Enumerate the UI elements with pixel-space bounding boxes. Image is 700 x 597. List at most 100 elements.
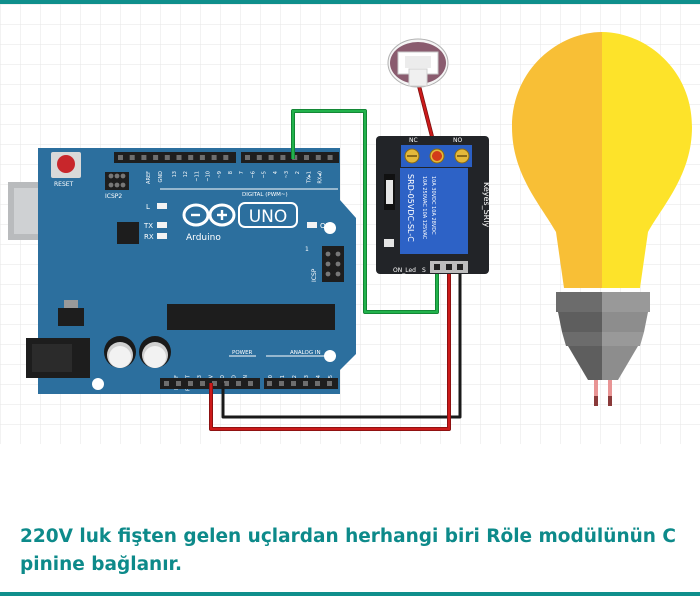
bulb-base — [568, 346, 602, 380]
uno-badge — [238, 202, 298, 228]
bottom-accent-bar — [0, 592, 700, 596]
header-pin — [200, 381, 205, 386]
relay-nc-label: NC — [409, 137, 418, 144]
pin-label: 12 — [183, 171, 189, 177]
header-pin — [315, 155, 321, 160]
icsp-pin1-label: 1 — [305, 246, 309, 253]
header-pin — [268, 155, 274, 160]
pin-label: TX▸1 — [306, 171, 312, 184]
icsp2-label: ICSP2 — [105, 193, 122, 200]
board-pcb — [38, 148, 356, 394]
header-pin — [199, 155, 205, 160]
header-pin — [279, 381, 284, 386]
header-pin — [248, 381, 253, 386]
header-pin — [118, 155, 123, 160]
icsp2-header — [105, 172, 129, 190]
light-bulb — [512, 32, 692, 406]
header-pin — [211, 155, 217, 160]
pin-label: 7 — [239, 171, 245, 174]
digital-header-right — [241, 152, 339, 163]
pin-label: ~11 — [194, 171, 200, 182]
header-pin — [188, 381, 193, 386]
pin-label: 8 — [228, 171, 234, 174]
relay-coil-line-1: SRD-05VDC-SL-C — [406, 174, 415, 242]
caption-text: 220V luk fişten gelen uçlardan herhangi … — [20, 526, 676, 575]
uno-label: UNO — [249, 207, 288, 227]
header-pin — [129, 155, 135, 160]
relay-on-led-label: ON_Led — [393, 267, 416, 274]
relay-s-label: S — [422, 267, 426, 274]
led-on — [307, 222, 317, 228]
pin-label: 4 — [273, 171, 279, 174]
wire-black-ground — [221, 268, 462, 419]
header-pin — [188, 155, 194, 160]
digital-label: DIGITAL (PWM~) — [242, 192, 288, 198]
led-rx-label: RX — [144, 233, 154, 241]
gnd-label: GND — [158, 171, 164, 183]
header-pin — [267, 381, 272, 386]
reset-button-cap[interactable] — [57, 155, 75, 173]
analog-label: ANALOG IN — [290, 350, 321, 356]
header-pin — [304, 155, 309, 160]
header-pin — [236, 381, 241, 386]
header-pin — [176, 155, 182, 160]
header-pin — [327, 381, 332, 386]
digital-header-left — [114, 152, 236, 163]
aref-label: AREF — [146, 171, 152, 184]
relay-no-label: NO — [453, 137, 462, 144]
pin-label: ~5 — [262, 171, 268, 178]
power-label: POWER — [232, 350, 253, 356]
relay-coil-line-2: 10A 250VAC 10A 125VAC — [421, 176, 427, 240]
pin-label: ~3 — [284, 171, 290, 178]
relay-coil — [400, 168, 468, 254]
capacitor-right — [139, 336, 171, 368]
screw-connector — [387, 38, 449, 88]
relay-module: NC NO SRD-05VDC-SL-C 10A 250VAC 10A 125V… — [376, 136, 491, 274]
capacitor-left — [104, 336, 136, 368]
voltage-regulator — [58, 308, 84, 326]
header-pin — [291, 381, 296, 386]
pin-label: 13 — [172, 171, 178, 177]
led-tx — [157, 222, 167, 228]
header-pin — [212, 381, 217, 386]
usb-chip — [117, 222, 139, 244]
icsp-header — [322, 246, 344, 282]
led-on-label: ON — [320, 222, 331, 230]
header-pin — [245, 155, 250, 160]
pin-label: ~10 — [206, 171, 212, 182]
header-pin — [153, 155, 159, 160]
header-pin — [256, 155, 262, 160]
arduino-logo — [182, 203, 236, 227]
header-pin — [327, 155, 333, 160]
bulb-glass-right — [602, 32, 692, 288]
top-accent-bar — [0, 0, 700, 4]
pin-label: ~6 — [250, 171, 256, 178]
reset-label: RESET — [54, 181, 74, 188]
arduino-brand-label: Arduino — [186, 233, 221, 243]
header-pin — [280, 155, 286, 160]
header-pin — [303, 381, 308, 386]
led-l — [157, 203, 167, 209]
analog-header — [264, 378, 338, 389]
on-led — [384, 239, 394, 247]
header-pin — [164, 155, 170, 160]
atmega-chip — [167, 304, 335, 330]
header-pin — [141, 155, 147, 160]
header-pin — [164, 381, 169, 386]
header-pin — [224, 381, 229, 386]
header-pin — [223, 155, 229, 160]
pin-label: 2 — [295, 171, 301, 174]
relay-brand-label: Keyes_SRly — [482, 182, 491, 227]
pin-label: RX◂0 — [318, 171, 324, 184]
led-l-label: L — [146, 203, 150, 211]
header-pin — [315, 381, 320, 386]
pin-label: ~9 — [217, 171, 223, 178]
icsp-label: ICSP — [311, 268, 318, 282]
led-tx-label: TX — [143, 222, 153, 230]
bulb-glass-left — [512, 32, 602, 288]
wire-red-power — [209, 268, 451, 431]
relay-coil-line-3: 10A 30VDC 10A 28VDC — [430, 176, 436, 235]
wire-green-signal — [291, 109, 439, 314]
